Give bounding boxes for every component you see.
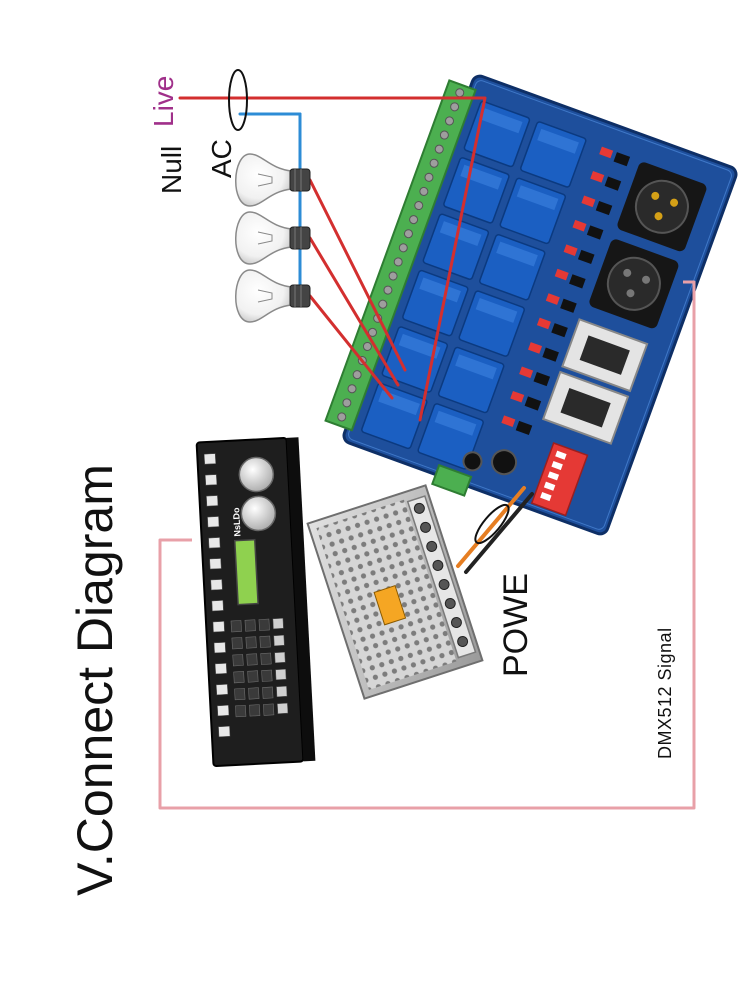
psu-screws	[413, 502, 469, 648]
power-supply	[306, 484, 484, 700]
relay	[381, 326, 449, 393]
xlr-connector	[589, 239, 679, 329]
diagram-title: V.Connect Diagram	[67, 464, 123, 896]
controller-lcd	[233, 538, 259, 606]
component-row	[501, 146, 631, 436]
dmx-signal-cable	[158, 280, 696, 810]
capacitor	[491, 449, 518, 476]
relay	[479, 233, 546, 301]
terminal-screws	[337, 88, 465, 422]
live-wire	[178, 96, 487, 422]
power-wire-positive	[456, 486, 526, 568]
rj45-port	[541, 370, 630, 445]
power-cable-sleeve	[474, 503, 510, 545]
relay	[417, 403, 484, 470]
power-wire-negative	[464, 492, 534, 574]
controller-brand: NsLDo	[231, 507, 243, 537]
dip-switch	[530, 442, 589, 517]
relay	[520, 121, 587, 188]
dmx-relay-board	[324, 74, 738, 536]
dmx-signal-label: DMX512 Signal	[655, 627, 675, 759]
relay-grid	[361, 100, 587, 470]
power-terminal	[431, 463, 473, 497]
cable-sleeve	[228, 69, 248, 131]
null-label: Null	[156, 145, 187, 194]
psu-terminal-strip	[406, 495, 477, 659]
relay	[499, 177, 566, 245]
relay	[361, 382, 428, 450]
capacitor	[462, 451, 483, 472]
dmx-controller: NsLDo	[195, 437, 316, 767]
relay	[437, 346, 505, 414]
light-bulb	[235, 211, 311, 265]
power-label: POWE	[497, 573, 535, 677]
bulb-group	[235, 153, 311, 323]
relay	[402, 269, 469, 337]
live-label: Live	[148, 75, 179, 127]
ac-label: AC	[206, 139, 237, 178]
light-bulb	[235, 153, 311, 207]
light-bulb	[235, 269, 311, 323]
bulb-wire	[308, 178, 407, 372]
bulb-wire	[308, 294, 394, 400]
bulb-wire	[308, 236, 400, 387]
rj45-port	[561, 318, 649, 393]
power-cables	[456, 486, 534, 574]
xlr-connector	[617, 162, 707, 252]
terminal-block	[324, 79, 477, 432]
psu-label	[373, 585, 407, 626]
controller-buttons	[203, 453, 289, 738]
relay	[458, 290, 525, 357]
mains-wires	[178, 69, 487, 422]
